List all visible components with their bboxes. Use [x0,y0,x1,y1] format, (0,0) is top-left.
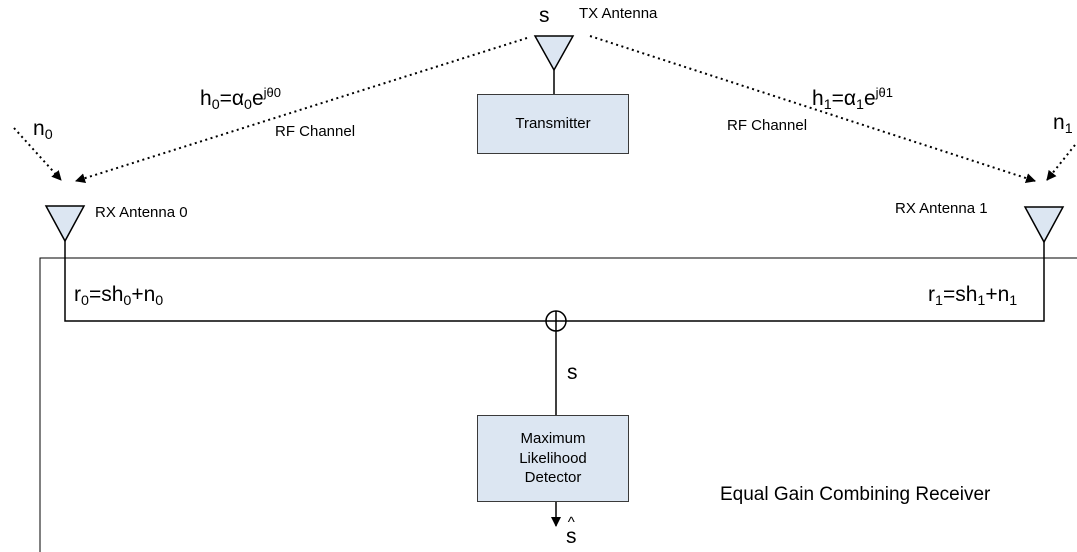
channel-1-coefficient: h1=α1ejθ1 [812,85,894,114]
receiver-frame [39,257,1077,552]
combined-symbol: s [567,361,578,384]
transmitter-label: Transmitter [515,115,591,133]
rf-link-0 [75,37,528,184]
received-signal-1: r1=sh1+n1 [928,283,1018,309]
rx-antenna-0-label: RX Antenna 0 [95,204,188,221]
noise-arrow-0 [13,127,62,181]
detector-line-3: Detector [524,469,582,487]
rx-antenna-0-icon [44,205,86,243]
branch-wire-1 [566,242,1045,322]
noise-arrow-1 [1046,144,1076,181]
rx-antenna-1-label: RX Antenna 1 [895,200,988,217]
channel-1-label: RF Channel [727,117,808,134]
noise-1-label: n1 [1053,111,1073,137]
transmitter-box: Transmitter [477,94,629,154]
received-signal-0: r0=sh0+n0 [74,283,164,309]
detector-line-1: Maximum [520,430,586,448]
rx-antenna-1-icon [1023,206,1065,244]
detected-symbol: ^s [566,514,577,548]
tx-symbol: s [539,4,550,27]
ml-detector-box: Maximum Likelihood Detector [477,415,629,502]
summing-junction-icon [545,310,567,332]
tx-antenna-label: TX Antenna [579,5,658,22]
tx-antenna-icon [533,35,575,94]
branch-wire-0 [64,241,546,322]
rf-link-1 [589,35,1036,183]
channel-0-label: RF Channel [275,123,356,140]
noise-0-label: n0 [33,117,53,143]
channel-0-coefficient: h0=α0ejθ0 [200,85,282,114]
detector-line-2: Likelihood [519,449,587,467]
receiver-label: Equal Gain Combining Receiver [720,484,991,505]
